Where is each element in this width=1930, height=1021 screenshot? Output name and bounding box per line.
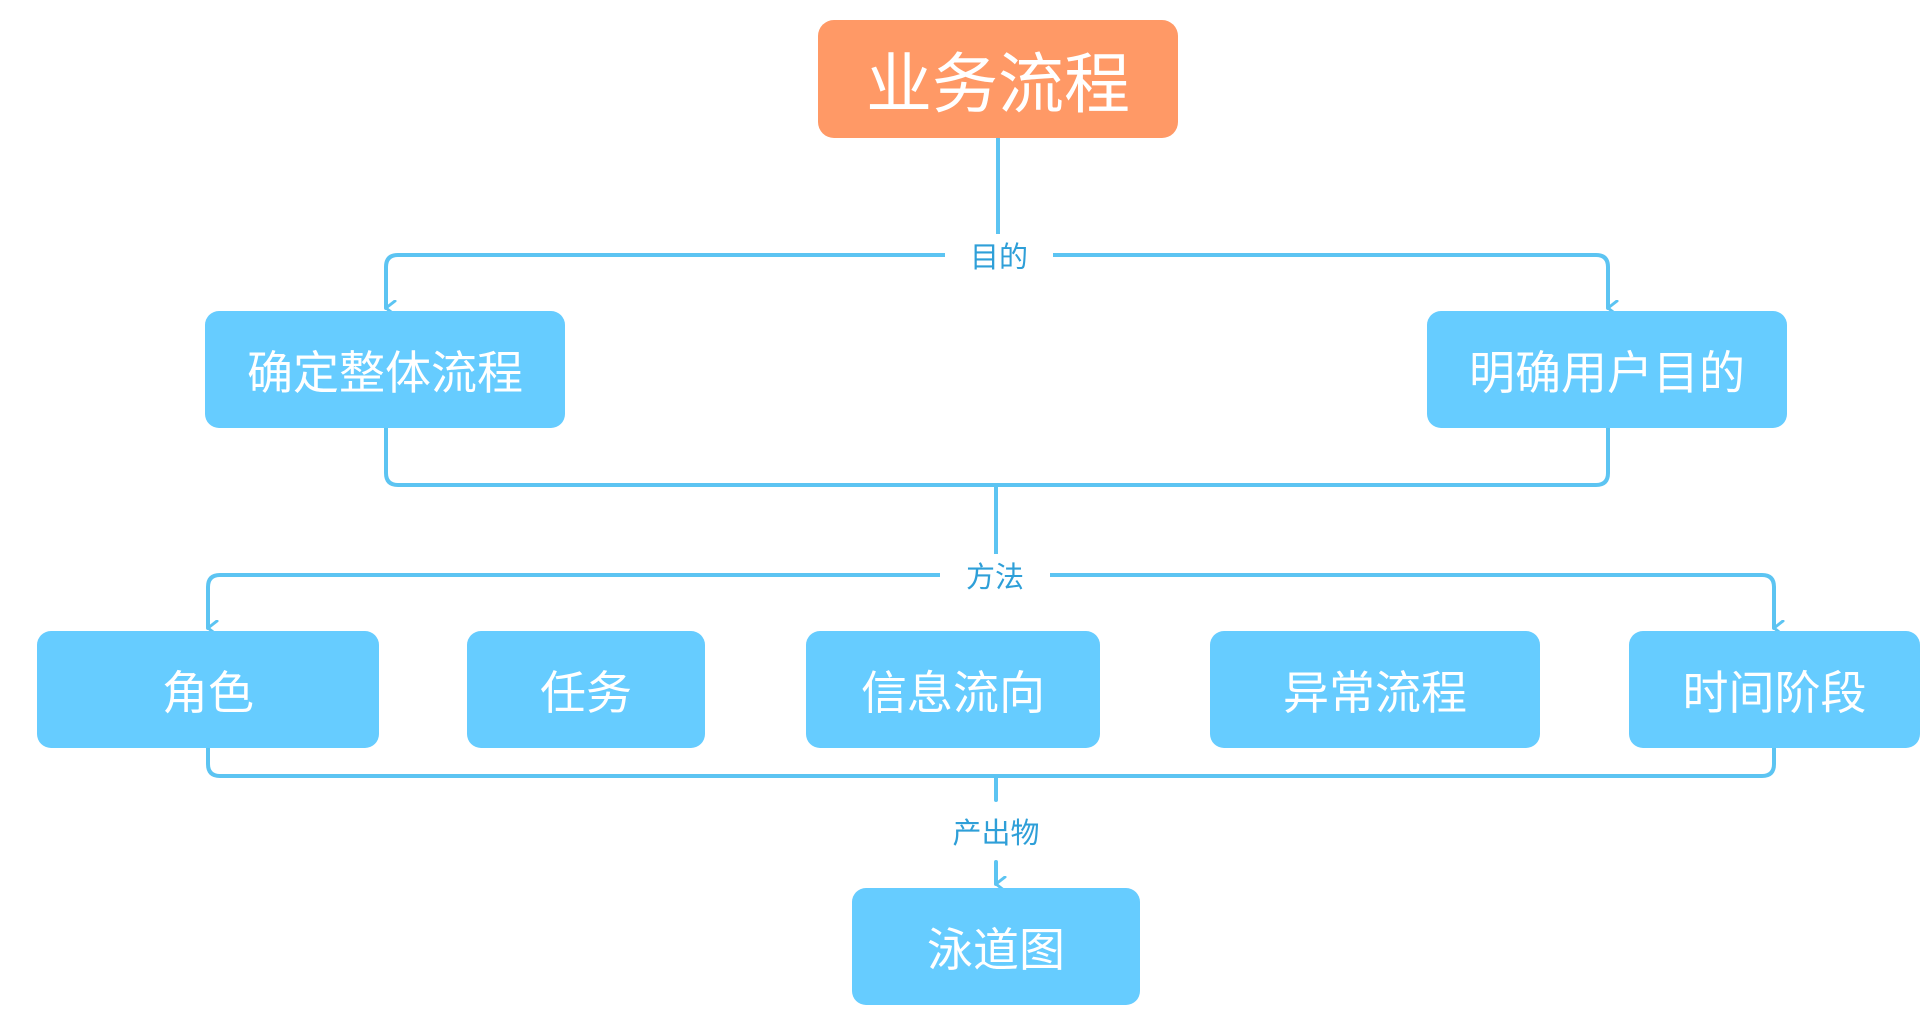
purpose-node-user-goal[interactable]: 明确用户目的 xyxy=(1427,311,1787,428)
connector-method-merge xyxy=(206,746,1776,778)
connector-purpose-right xyxy=(1051,253,1608,308)
connector-purpose-left xyxy=(384,253,947,308)
method-node-information-flow[interactable]: 信息流向 xyxy=(806,631,1100,748)
connector-purpose-merge xyxy=(384,426,1610,487)
method-node-role[interactable]: 角色 xyxy=(37,631,379,748)
connector-method-right xyxy=(1048,573,1774,628)
edge-label-purpose: 目的 xyxy=(945,234,1053,276)
root-node-business-process[interactable]: 业务流程 xyxy=(818,20,1178,138)
edge-label-output: 产出物 xyxy=(940,810,1052,852)
connector-method-left xyxy=(206,573,942,628)
method-node-task[interactable]: 任务 xyxy=(467,631,705,748)
purpose-node-overall-process[interactable]: 确定整体流程 xyxy=(205,311,565,428)
edge-label-method: 方法 xyxy=(940,554,1050,596)
method-node-exception-flow[interactable]: 异常流程 xyxy=(1210,631,1540,748)
method-node-time-phase[interactable]: 时间阶段 xyxy=(1629,631,1920,748)
output-node-swimlane-diagram[interactable]: 泳道图 xyxy=(852,888,1140,1005)
